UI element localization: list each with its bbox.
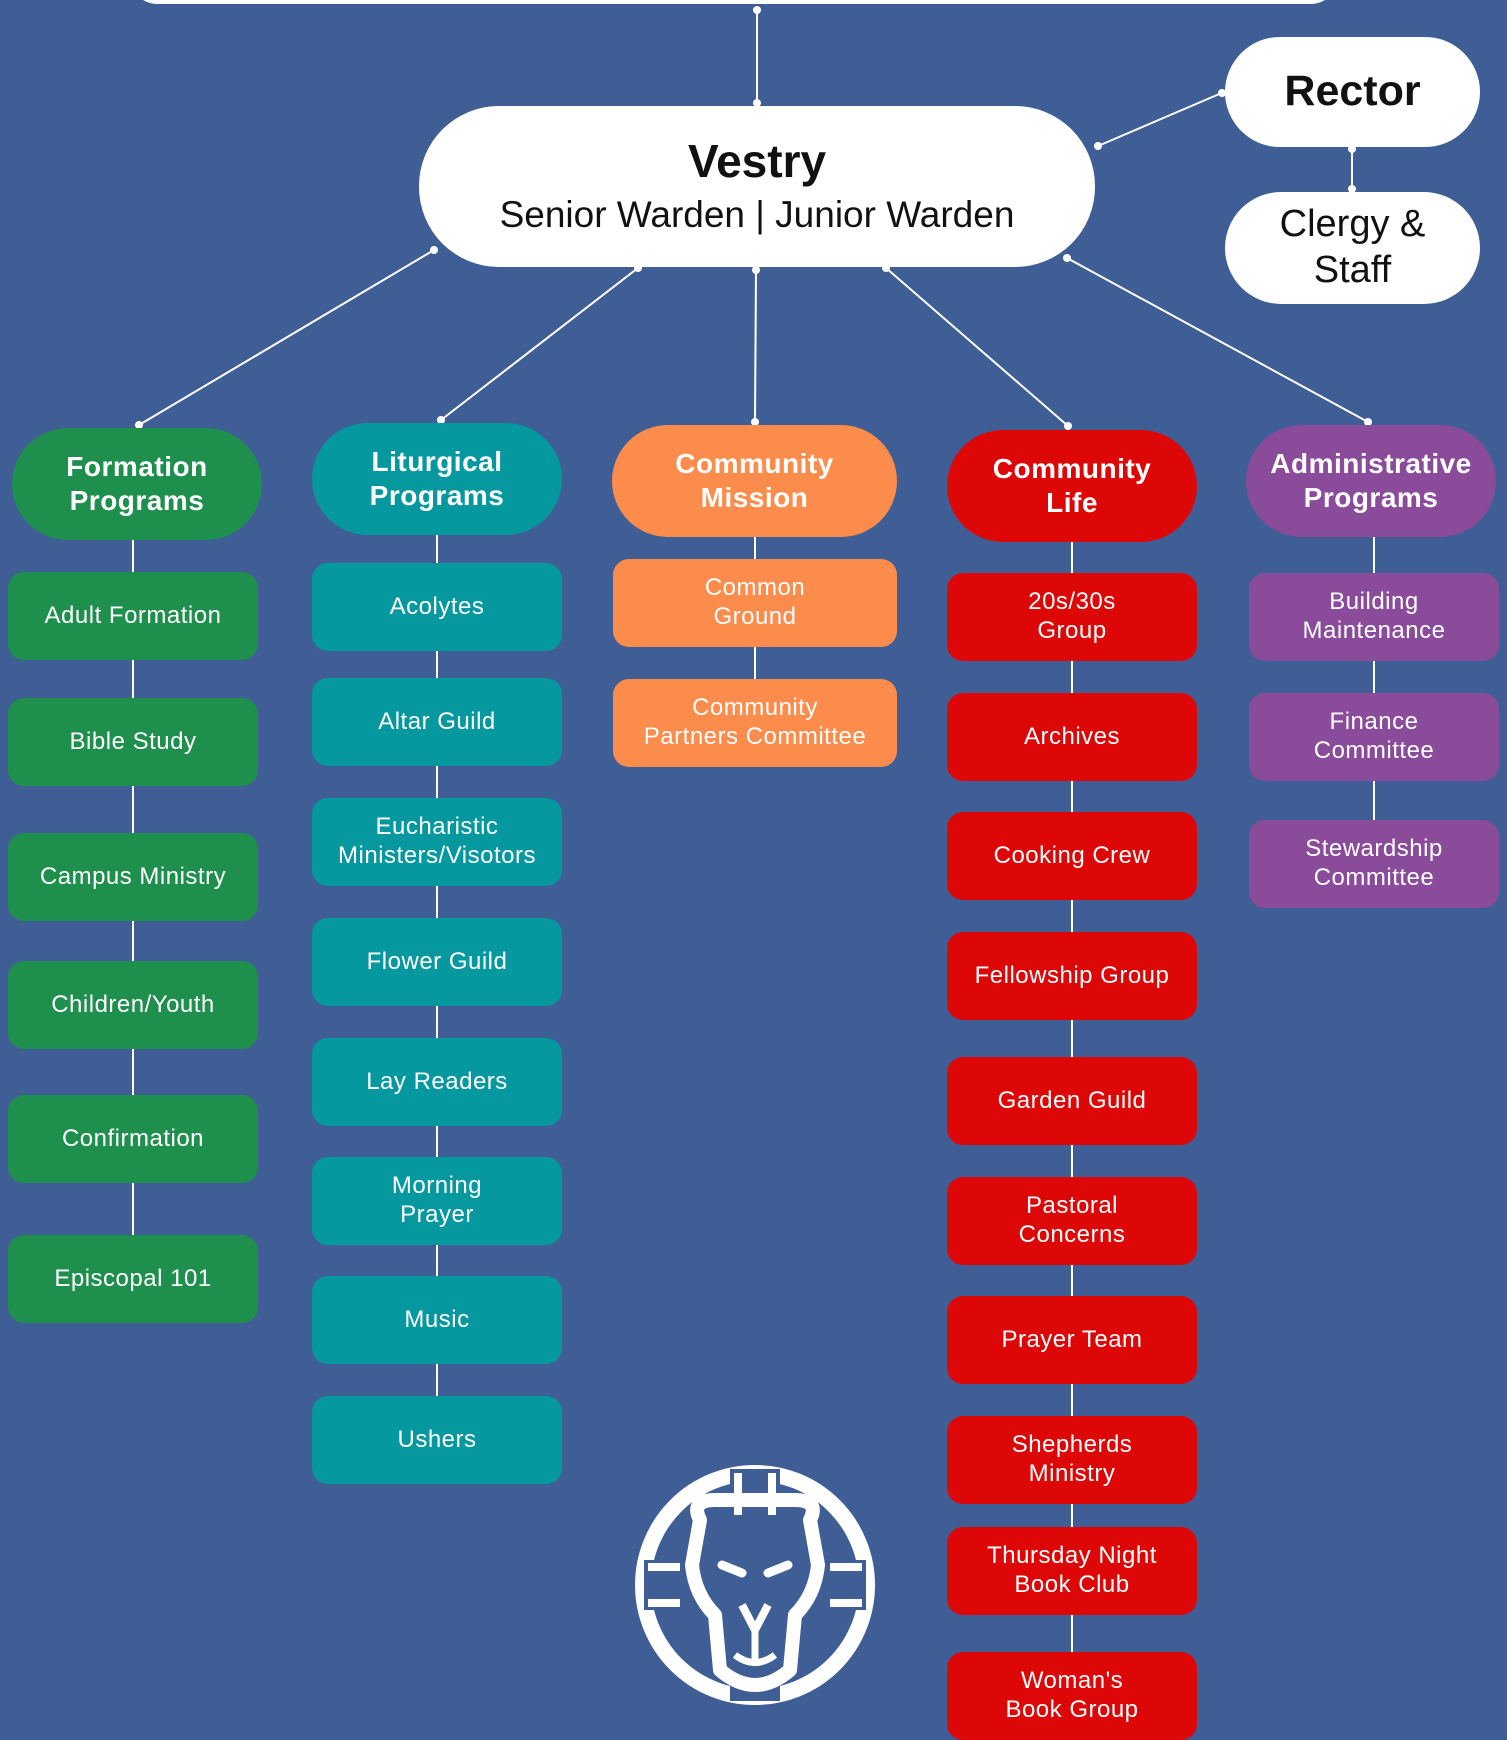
liturgical-item: Morning Prayer bbox=[312, 1157, 562, 1245]
vestry-box: Vestry Senior Warden | Junior Warden bbox=[419, 106, 1095, 267]
admin-item: Building Maintenance bbox=[1249, 573, 1499, 661]
connector-vestry-to-formation bbox=[138, 249, 435, 426]
connector-vestry-to-life bbox=[885, 267, 1069, 427]
connector-dot bbox=[753, 99, 761, 107]
connector-dot bbox=[1064, 422, 1072, 430]
admin-item: Finance Committee bbox=[1249, 693, 1499, 781]
rector-box: Rector bbox=[1225, 37, 1480, 147]
clergy-staff-box: Clergy & Staff bbox=[1225, 192, 1480, 304]
life-item: Archives bbox=[947, 693, 1197, 781]
liturgical-item: Lay Readers bbox=[312, 1038, 562, 1126]
connector-dot bbox=[1348, 145, 1356, 153]
mission-item: Community Partners Committee bbox=[613, 679, 897, 767]
connector-dot bbox=[753, 6, 761, 14]
life-item: Thursday Night Book Club bbox=[947, 1527, 1197, 1615]
column-header-liturgical: Liturgical Programs bbox=[312, 423, 562, 535]
vestry-title: Vestry bbox=[687, 134, 827, 187]
connector-dot bbox=[1348, 185, 1356, 193]
connector-dot bbox=[1364, 418, 1372, 426]
connector-vestry-to-liturgical bbox=[440, 267, 639, 421]
formation-item: Confirmation bbox=[8, 1095, 258, 1183]
liturgical-item: Music bbox=[312, 1276, 562, 1364]
connector-vestry-to-rector bbox=[1097, 91, 1225, 147]
admin-item: Stewardship Committee bbox=[1249, 820, 1499, 908]
life-item: Shepherds Ministry bbox=[947, 1416, 1197, 1504]
column-header-formation: Formation Programs bbox=[12, 428, 262, 540]
connector-dot bbox=[135, 421, 143, 429]
column-header-life: Community Life bbox=[947, 430, 1197, 542]
connector-dot bbox=[1094, 142, 1102, 150]
life-item: Cooking Crew bbox=[947, 812, 1197, 900]
connector-dot bbox=[752, 266, 760, 274]
life-item: 20s/30s Group bbox=[947, 573, 1197, 661]
formation-item: Children/Youth bbox=[8, 961, 258, 1049]
liturgical-item: Flower Guild bbox=[312, 918, 562, 1006]
formation-item: Episcopal 101 bbox=[8, 1235, 258, 1323]
life-item: Woman's Book Group bbox=[947, 1652, 1197, 1740]
connector-dot bbox=[751, 418, 759, 426]
connector-dot bbox=[1218, 89, 1226, 97]
vestry-subtitle: Senior Warden | Junior Warden bbox=[499, 193, 1015, 235]
connector-vestry-to-mission bbox=[754, 269, 757, 423]
connector-dot bbox=[430, 246, 438, 254]
column-header-mission: Community Mission bbox=[612, 425, 897, 537]
top-banner-box bbox=[128, 0, 1340, 4]
life-item: Garden Guild bbox=[947, 1057, 1197, 1145]
life-item: Prayer Team bbox=[947, 1296, 1197, 1384]
connector-dot bbox=[437, 416, 445, 424]
lion-cross-emblem-icon bbox=[635, 1465, 875, 1705]
mission-item: Common Ground bbox=[613, 559, 897, 647]
life-item: Fellowship Group bbox=[947, 932, 1197, 1020]
liturgical-item: Eucharistic Ministers/Visotors bbox=[312, 798, 562, 886]
life-item: Pastoral Concerns bbox=[947, 1177, 1197, 1265]
connector-dot bbox=[1063, 254, 1071, 262]
liturgical-item: Ushers bbox=[312, 1396, 562, 1484]
formation-item: Campus Ministry bbox=[8, 833, 258, 921]
formation-item: Adult Formation bbox=[8, 572, 258, 660]
liturgical-item: Acolytes bbox=[312, 563, 562, 651]
formation-item: Bible Study bbox=[8, 698, 258, 786]
liturgical-item: Altar Guild bbox=[312, 678, 562, 766]
column-header-admin: Administrative Programs bbox=[1246, 425, 1496, 537]
connector-vestry-to-admin bbox=[1066, 257, 1369, 423]
